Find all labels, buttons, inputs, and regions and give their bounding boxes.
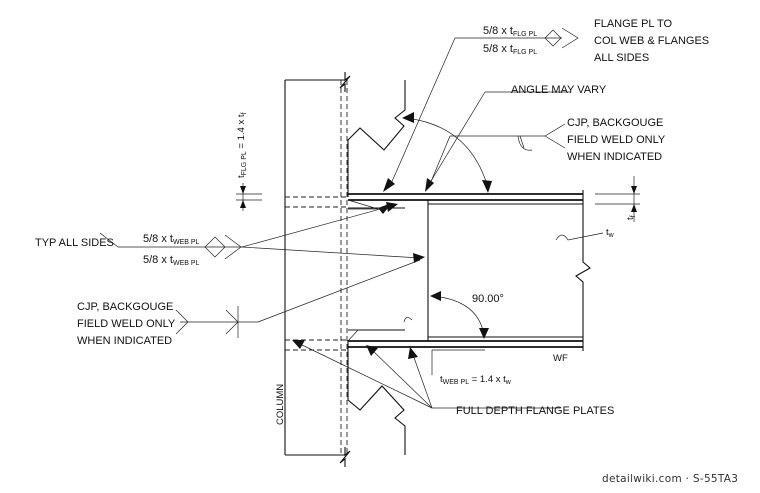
tflg-sub: FLG PL xyxy=(241,151,248,175)
web-weld-callout: TYP ALL SIDES 5/8 x tWEB PL 5/8 x tWEB P… xyxy=(35,202,425,267)
column-label: COLUMN xyxy=(275,384,286,425)
top-flange-plate xyxy=(347,193,583,214)
web-weld-sub-bottom: WEB PL xyxy=(173,260,200,267)
tw-callout: tw xyxy=(555,227,615,241)
tweb-sub2: w xyxy=(505,379,512,386)
flange-weld-sub-bottom: FLG PL xyxy=(513,49,537,56)
svg-text:tf: tf xyxy=(625,215,637,220)
flange-note-line1: FLANGE PL TO xyxy=(594,18,672,30)
svg-text:5/8 x tFLG PL: 5/8 x tFLG PL xyxy=(483,43,537,56)
wf-label: WF xyxy=(553,353,568,364)
flange-weld-size-top: 5/8 x t xyxy=(483,25,513,37)
cjp-top-line1: CJP, BACKGOUGE xyxy=(567,117,663,129)
svg-text:5/8 x tWEB PL: 5/8 x tWEB PL xyxy=(143,233,200,246)
svg-text:tWEB PL = 1.4 x tw: tWEB PL = 1.4 x tw xyxy=(440,374,512,386)
wide-flange-beam: WF xyxy=(427,190,591,364)
angle-note-callout: ANGLE MAY VARY xyxy=(402,84,607,193)
tweb-suffix: = 1.4 x t xyxy=(469,374,506,385)
tweb-callout: tWEB PL = 1.4 x tw xyxy=(431,349,512,386)
credit-text: detailwiki.com · S-55TA3 xyxy=(602,473,738,485)
cjp-top-callout: CJP, BACKGOUGE FIELD WELD ONLY WHEN INDI… xyxy=(429,117,666,185)
typ-all-sides: TYP ALL SIDES xyxy=(35,237,114,249)
svg-text:tw: tw xyxy=(606,227,615,239)
cjp-top-line2: FIELD WELD ONLY xyxy=(567,134,666,146)
flange-weld-sub-top: FLG PL xyxy=(513,31,537,38)
cjp-top-line3: WHEN INDICATED xyxy=(567,151,662,163)
tflg-prefix: t xyxy=(236,175,247,178)
right-angle-callout: 90.00° xyxy=(403,291,504,339)
flange-note-line2: COL WEB & FLANGES xyxy=(594,35,709,47)
cjp-left-line1: CJP, BACKGOUGE xyxy=(77,301,173,313)
full-depth-note: FULL DEPTH FLANGE PLATES xyxy=(456,405,614,417)
tf-dimension: tf xyxy=(595,176,640,222)
flange-weld-size-bottom: 5/8 x t xyxy=(483,43,513,55)
cjp-left-line2: FIELD WELD ONLY xyxy=(77,318,176,330)
tw-prefix: t xyxy=(606,227,609,238)
tflg-sub2: f xyxy=(241,113,248,115)
tweb-sub: WEB PL xyxy=(443,379,470,386)
svg-text:tFLG PL = 1.4 x tf: tFLG PL = 1.4 x tf xyxy=(236,113,248,178)
angle-value: 90.00° xyxy=(472,293,504,305)
web-weld-sub-top: WEB PL xyxy=(173,239,200,246)
tflg-suffix: = 1.4 x t xyxy=(236,114,247,151)
angle-note: ANGLE MAY VARY xyxy=(511,84,607,96)
cjp-left-line3: WHEN INDICATED xyxy=(77,335,172,347)
tweb-prefix: t xyxy=(440,374,443,385)
tf-sub: f xyxy=(630,215,637,217)
column: COLUMN xyxy=(275,72,406,467)
cjp-left-callout: CJP, BACKGOUGE FIELD WELD ONLY WHEN INDI… xyxy=(77,259,421,347)
full-depth-callout: FULL DEPTH FLANGE PLATES xyxy=(292,340,614,417)
tflg-dimension: tFLG PL = 1.4 x tf xyxy=(236,113,262,211)
tf-prefix: t xyxy=(625,217,636,220)
tw-sub: w xyxy=(608,232,615,239)
bottom-flange-plate xyxy=(347,329,583,348)
web-weld-size-bottom: 5/8 x t xyxy=(143,254,173,266)
flange-weld-callout: 5/8 x tFLG PL 5/8 x tFLG PL FLANGE PL TO… xyxy=(383,18,709,192)
flange-note-line3: ALL SIDES xyxy=(594,52,649,64)
web-weld-size-top: 5/8 x t xyxy=(143,233,173,245)
svg-text:5/8 x tWEB PL: 5/8 x tWEB PL xyxy=(143,254,200,267)
svg-text:5/8 x tFLG PL: 5/8 x tFLG PL xyxy=(483,25,537,38)
